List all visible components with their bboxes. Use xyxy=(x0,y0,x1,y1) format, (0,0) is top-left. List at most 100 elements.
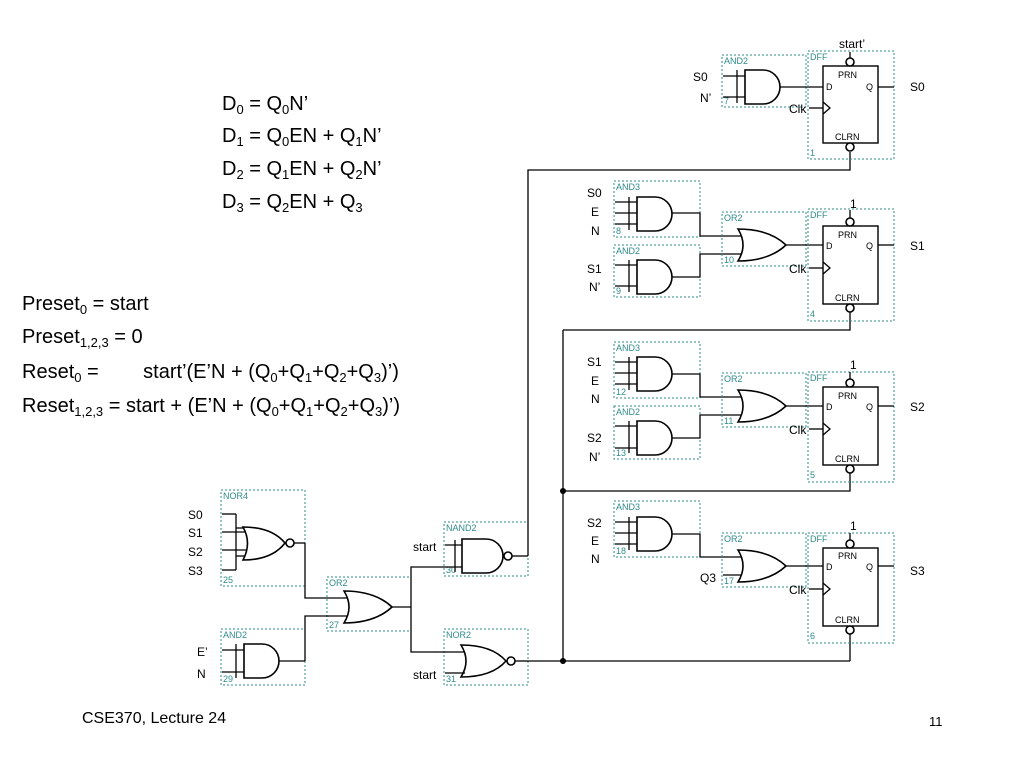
svg-text:PRN: PRN xyxy=(838,391,857,401)
svg-text:DFF: DFF xyxy=(810,373,828,383)
reset-1-2-3: Reset1,2,3 = start + (E’N + (Q0+Q1+Q2+Q3… xyxy=(22,395,401,419)
svg-text:NOR2: NOR2 xyxy=(446,630,471,640)
equation-d0: D0 = Q0N’ xyxy=(222,93,309,117)
svg-text:12: 12 xyxy=(616,387,626,397)
svg-text:13: 13 xyxy=(616,448,626,458)
and29-input-n: N xyxy=(197,667,206,681)
svg-text:18: 18 xyxy=(616,546,626,556)
svg-text:CLRN: CLRN xyxy=(835,132,860,142)
svg-text:OR2: OR2 xyxy=(329,578,348,588)
dff5-output-s2: S2 xyxy=(910,400,925,414)
dff-6: DFF 6 D Q PRN CLRN xyxy=(807,532,895,644)
svg-text:AND2: AND2 xyxy=(724,56,748,66)
svg-text:D: D xyxy=(826,82,833,92)
gate-nand2-30: NAND2 30 xyxy=(443,521,529,577)
svg-text:OR2: OR2 xyxy=(724,374,743,384)
svg-text:6: 6 xyxy=(810,631,815,641)
nor31-input-start: start xyxy=(413,668,437,682)
dff4-output-s1: S1 xyxy=(910,239,925,253)
and7-input-n: N’ xyxy=(700,91,711,105)
svg-text:Q: Q xyxy=(866,562,873,572)
gate-or2-17: OR2 17 xyxy=(721,532,823,588)
gate-or2-27: OR2 27 xyxy=(326,576,412,632)
svg-text:AND3: AND3 xyxy=(616,502,640,512)
reset-0: Reset0 = start’(E’N + (Q0+Q1+Q2+Q3)’) xyxy=(22,361,399,385)
and8-input-s0: S0 xyxy=(587,186,602,200)
and9-input-n: N’ xyxy=(589,280,600,294)
page-number: 11 xyxy=(929,714,943,729)
nand30-input-start: start xyxy=(413,540,437,554)
svg-text:AND3: AND3 xyxy=(616,343,640,353)
nor4-input-s0: S0 xyxy=(188,508,203,522)
svg-text:AND3: AND3 xyxy=(616,182,640,192)
svg-text:31: 31 xyxy=(446,674,456,684)
and7-input-s0: S0 xyxy=(693,70,708,84)
preset-0: Preset0 = start xyxy=(22,293,149,317)
gate-and2-7: AND2 7 xyxy=(721,54,823,108)
dff1-output-s0: S0 xyxy=(910,80,925,94)
and12-input-e: E xyxy=(591,374,599,388)
svg-text:8: 8 xyxy=(616,226,621,236)
svg-text:10: 10 xyxy=(724,255,734,265)
dff-4: DFF 4 D Q PRN CLRN xyxy=(807,208,895,322)
svg-text:Q: Q xyxy=(866,241,873,251)
gate-nor4-25: NOR4 25 xyxy=(220,489,306,587)
dff4-preset-1: 1 xyxy=(850,197,857,211)
svg-text:AND2: AND2 xyxy=(616,246,640,256)
gate-and3-18: AND3 18 xyxy=(613,500,742,558)
nor4-input-s3: S3 xyxy=(188,564,203,578)
gate-and3-12: AND3 12 xyxy=(613,341,742,399)
and13-input-s2: S2 xyxy=(587,431,602,445)
dff5-clk-label: Clk xyxy=(789,423,807,437)
and12-input-s1: S1 xyxy=(587,355,602,369)
svg-text:4: 4 xyxy=(810,309,815,319)
nor4-input-s1: S1 xyxy=(188,526,203,540)
svg-text:DFF: DFF xyxy=(810,210,828,220)
dff6-output-s3: S3 xyxy=(910,564,925,578)
svg-text:7: 7 xyxy=(724,96,729,106)
svg-text:D: D xyxy=(826,402,833,412)
svg-text:NAND2: NAND2 xyxy=(446,523,477,533)
svg-text:11: 11 xyxy=(724,416,733,426)
svg-text:DFF: DFF xyxy=(810,52,828,62)
equation-d1: D1 = Q0EN + Q1N’ xyxy=(222,125,382,149)
svg-text:DFF: DFF xyxy=(810,534,828,544)
gate-nor2-31: NOR2 31 xyxy=(443,628,529,686)
and18-input-n: N xyxy=(591,552,600,566)
svg-text:9: 9 xyxy=(616,286,621,296)
svg-text:OR2: OR2 xyxy=(724,534,743,544)
svg-text:Q: Q xyxy=(866,82,873,92)
dff6-preset-1: 1 xyxy=(850,519,857,533)
gate-and2-9: AND2 9 xyxy=(613,244,742,298)
dff-1: DFF 1 D Q PRN CLRN xyxy=(807,50,895,160)
svg-text:NOR4: NOR4 xyxy=(223,491,248,501)
and13-input-n: N’ xyxy=(589,450,600,464)
and18-input-s2: S2 xyxy=(587,516,602,530)
dff5-preset-1: 1 xyxy=(850,358,857,372)
and18-input-e: E xyxy=(591,534,599,548)
dff1-clk-label: Clk xyxy=(789,102,807,116)
svg-text:PRN: PRN xyxy=(838,70,857,80)
or17-input-q3: Q3 xyxy=(700,571,716,585)
preset-1-2-3: Preset1,2,3 = 0 xyxy=(22,326,143,350)
svg-text:AND2: AND2 xyxy=(616,407,640,417)
svg-text:PRN: PRN xyxy=(838,551,857,561)
svg-text:30: 30 xyxy=(446,565,456,575)
dff-5: DFF 5 D Q PRN CLRN xyxy=(807,371,895,483)
and8-input-e: E xyxy=(591,205,599,219)
gate-or2-10: OR2 10 xyxy=(721,211,823,267)
gate-and2-13: AND2 13 xyxy=(613,405,742,460)
gate-and3-8: AND3 8 xyxy=(613,180,742,238)
dff4-clk-label: Clk xyxy=(789,262,807,276)
svg-text:CLRN: CLRN xyxy=(835,293,860,303)
svg-text:29: 29 xyxy=(223,674,233,684)
and29-input-e: E’ xyxy=(197,645,208,659)
svg-text:OR2: OR2 xyxy=(724,213,743,223)
gate-or2-11: OR2 11 xyxy=(721,372,823,428)
svg-text:AND2: AND2 xyxy=(223,630,247,640)
dff1-preset-start: start’ xyxy=(839,37,865,51)
footer-course: CSE370, Lecture 24 xyxy=(82,710,227,727)
and12-input-n: N xyxy=(591,392,600,406)
svg-text:D: D xyxy=(826,241,833,251)
